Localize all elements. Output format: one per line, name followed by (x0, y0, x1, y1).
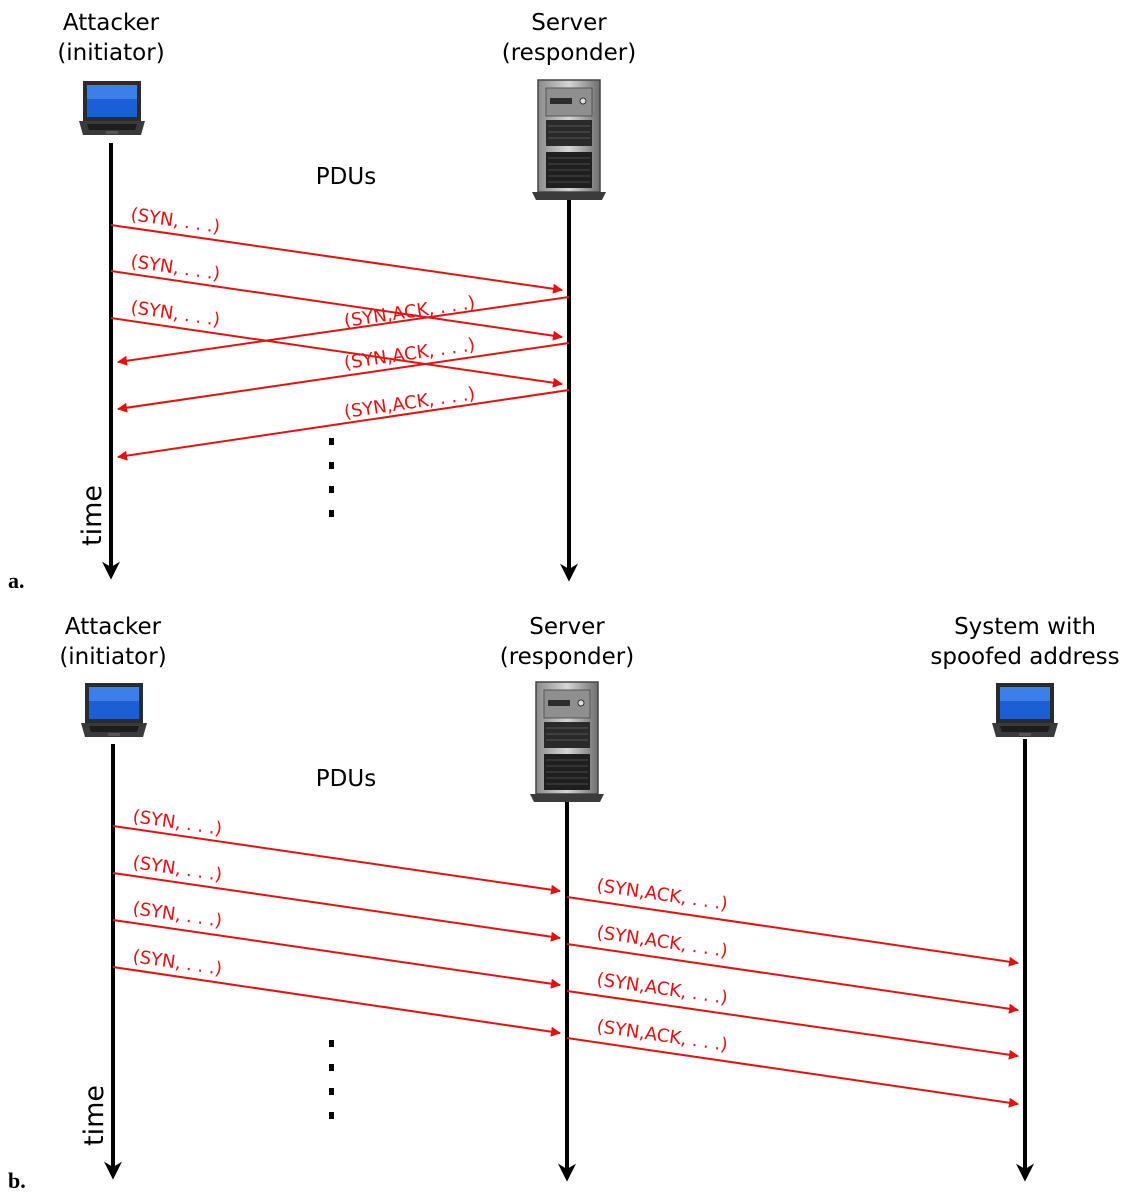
spoofed-laptop-icon (992, 683, 1058, 737)
syn-arrow-a1 (110, 224, 563, 294)
pdus-label-a: PDUs (316, 164, 376, 190)
synack-arrow-b1 (566, 896, 1019, 967)
syn-arrow-a3 (110, 317, 563, 388)
server-tower-icon (531, 79, 607, 201)
synack-label-a1: (SYN,ACK, . . .) (343, 292, 477, 332)
attacker-title-b: Attacker (65, 614, 162, 640)
server-title-b: Server (529, 614, 605, 640)
syn-label-b4: (SYN, . . .) (131, 946, 223, 980)
synack-arrow-a1 (117, 296, 570, 366)
synack-label-b4: (SYN,ACK, . . .) (595, 1016, 729, 1056)
laptop-icon (79, 81, 145, 135)
syn-arrow-b4 (112, 966, 561, 1037)
synack-arrow-b4 (566, 1037, 1019, 1108)
server-tower-icon (529, 681, 605, 803)
attacker-subtitle-a: (initiator) (57, 40, 164, 66)
server-title-a: Server (531, 10, 607, 36)
synack-label-b2: (SYN,ACK, . . .) (595, 922, 729, 962)
server-subtitle-a: (responder) (502, 40, 637, 66)
syn-label-b3: (SYN, . . .) (131, 898, 223, 932)
spoofed-title-b: System with (954, 614, 1096, 640)
panel-a: a. Attacker (initiator) Server (responde… (8, 10, 636, 593)
syn-arrow-b1 (112, 825, 561, 895)
time-label-b: time (79, 1085, 110, 1146)
synack-label-b3: (SYN,ACK, . . .) (595, 969, 729, 1009)
panel-b-label: b. (8, 1168, 26, 1193)
syn-arrow-a2 (110, 270, 563, 341)
synack-arrow-b2 (566, 943, 1019, 1014)
syn-label-a3: (SYN, . . .) (129, 297, 221, 331)
synack-label-b1: (SYN,ACK, . . .) (595, 875, 729, 915)
time-label-a: time (77, 485, 108, 546)
syn-arrow-b3 (112, 919, 561, 989)
synack-arrow-a2 (117, 342, 570, 413)
synack-arrow-b3 (566, 990, 1019, 1060)
spoofed-subtitle-b: spoofed address (930, 644, 1119, 670)
syn-label-b2: (SYN, . . .) (131, 852, 223, 886)
syn-arrow-b2 (112, 872, 561, 942)
synack-arrow-a3 (117, 389, 570, 461)
continuation-dots-b (329, 1040, 334, 1119)
attacker-title-a: Attacker (63, 10, 160, 36)
panel-b: b. Attacker (initiator) Server (responde… (8, 614, 1120, 1193)
laptop-icon (81, 683, 147, 737)
server-subtitle-b: (responder) (500, 644, 635, 670)
pdus-label-b: PDUs (316, 766, 376, 792)
attacker-subtitle-b: (initiator) (59, 644, 166, 670)
continuation-dots-a (329, 438, 334, 517)
synack-label-a3: (SYN,ACK, . . .) (343, 383, 477, 423)
panel-a-label: a. (8, 568, 25, 593)
syn-label-a1: (SYN, . . .) (129, 204, 221, 238)
